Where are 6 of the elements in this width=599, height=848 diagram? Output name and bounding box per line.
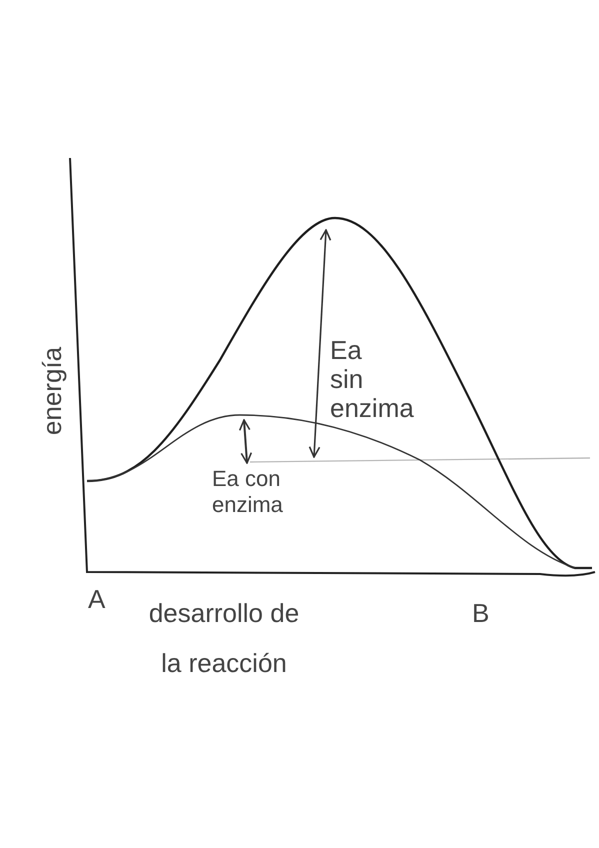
annotation-text: Ea sin enzima: [330, 336, 415, 423]
point-label: A: [88, 584, 106, 614]
point-label: B: [472, 598, 490, 628]
axis-label: energía: [37, 346, 67, 438]
annotation-text: Ea con enzima: [212, 466, 284, 518]
axis-label: desarrollo de la reacción: [148, 597, 300, 680]
